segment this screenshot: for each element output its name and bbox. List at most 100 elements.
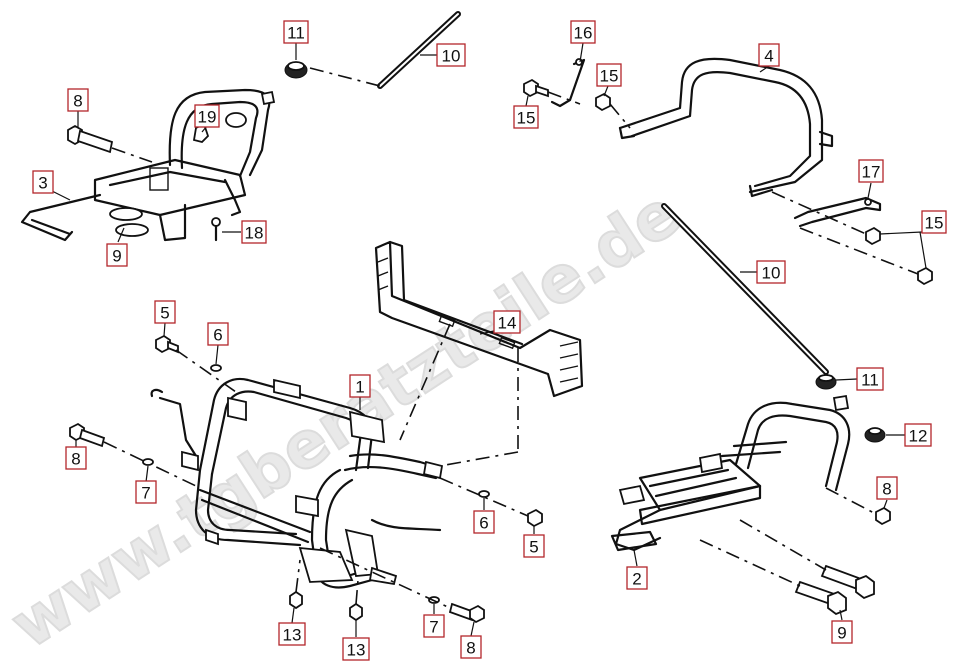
- callout-box: [194, 104, 220, 128]
- callout-box: [596, 63, 622, 87]
- callout-box: [856, 367, 884, 391]
- callout-box: [106, 243, 128, 267]
- part-7-washer-left: [142, 458, 154, 466]
- callout-3: 3: [32, 170, 54, 194]
- leader-lines: [49, 42, 927, 637]
- callout-number: 15: [925, 214, 944, 233]
- callout-box: [513, 105, 539, 129]
- callout-number: 13: [347, 641, 366, 660]
- callout-15: 15: [513, 105, 539, 129]
- callout-4: 4: [758, 43, 780, 67]
- callout-18: 18: [241, 220, 267, 244]
- callout-number: 5: [160, 304, 169, 323]
- callout-labels: 1110819391816151541715101456187651313781…: [32, 20, 947, 661]
- callout-13: 13: [342, 637, 370, 661]
- callout-number: 15: [517, 109, 536, 128]
- callout-number: 6: [479, 514, 488, 533]
- part-4-handle-hoop: [618, 57, 834, 198]
- callout-12: 12: [904, 423, 932, 447]
- callout-8: 8: [67, 88, 89, 112]
- callout-number: 3: [38, 174, 47, 193]
- callout-number: 13: [283, 626, 302, 645]
- callout-9: 9: [106, 243, 128, 267]
- part-18-screw: [211, 217, 221, 242]
- callout-box: [207, 322, 229, 346]
- callout-box: [523, 534, 545, 558]
- callout-number: 17: [862, 163, 881, 182]
- callout-box: [921, 210, 947, 234]
- callout-13: 13: [278, 622, 306, 646]
- callout-17: 17: [858, 159, 884, 183]
- callout-box: [65, 446, 87, 470]
- callout-box: [756, 260, 786, 284]
- callout-box: [241, 220, 267, 244]
- part-5-bolt-top: [155, 334, 179, 354]
- callout-2: 2: [626, 566, 648, 590]
- callout-number: 11: [287, 24, 305, 43]
- callout-number: 7: [141, 484, 150, 503]
- part-8-bolt-top: [67, 124, 114, 154]
- callout-15: 15: [596, 63, 622, 87]
- callout-number: 16: [574, 24, 593, 43]
- callout-6: 6: [207, 322, 229, 346]
- part-11-grommet-right: [815, 374, 837, 390]
- part-13-nut-left: [289, 590, 303, 610]
- callout-number: 4: [764, 47, 773, 66]
- callout-box: [858, 159, 884, 183]
- part-8-bolt-right: [875, 506, 891, 526]
- watermark-text: www.tgberatzteile.de: [0, 176, 693, 663]
- callout-10: 10: [436, 43, 466, 67]
- callout-box: [342, 637, 370, 661]
- part-11-grommet-top: [284, 61, 308, 79]
- part-3-rear-carrier: [20, 88, 271, 242]
- callout-number: 15: [600, 67, 619, 86]
- callout-16: 16: [570, 20, 596, 44]
- callout-box: [436, 43, 466, 67]
- callout-box: [423, 614, 445, 638]
- callout-number: 8: [466, 639, 475, 658]
- callout-box: [493, 310, 521, 334]
- part-9-bolt-bottom: [794, 564, 875, 616]
- callout-box: [135, 480, 157, 504]
- callout-box: [904, 423, 932, 447]
- callout-box: [876, 476, 898, 500]
- part-15-bolt-mid: [595, 92, 611, 112]
- callout-19: 19: [194, 104, 220, 128]
- callout-11: 11: [283, 20, 309, 44]
- callout-box: [831, 620, 853, 644]
- part-14-plate: [374, 240, 584, 398]
- part-15-bolt-right: [865, 226, 933, 286]
- callout-number: 9: [837, 624, 846, 643]
- part-17-bracket: [793, 196, 882, 228]
- callout-number: 7: [429, 618, 438, 637]
- callout-number: 1: [355, 378, 364, 397]
- callout-14: 14: [493, 310, 521, 334]
- part-12-grommet: [864, 427, 886, 443]
- callout-box: [283, 20, 309, 44]
- callout-box: [278, 622, 306, 646]
- callout-number: 11: [861, 371, 879, 390]
- callout-5: 5: [523, 534, 545, 558]
- callout-number: 14: [498, 314, 517, 333]
- callout-8: 8: [65, 446, 87, 470]
- callout-box: [67, 88, 89, 112]
- callout-number: 5: [529, 538, 538, 557]
- callout-number: 10: [442, 47, 461, 66]
- callout-1: 1: [349, 374, 371, 398]
- callout-7: 7: [423, 614, 445, 638]
- callout-number: 6: [213, 326, 222, 345]
- part-10-rod-right: [661, 203, 829, 375]
- callout-11: 11: [856, 367, 884, 391]
- callout-8: 8: [460, 635, 482, 659]
- callout-10: 10: [756, 260, 786, 284]
- callout-number: 8: [882, 480, 891, 499]
- callout-5: 5: [154, 300, 176, 324]
- part-8-bolt-left: [69, 422, 106, 448]
- part-6-washer-right: [478, 490, 490, 498]
- callout-9: 9: [831, 620, 853, 644]
- callout-number: 8: [73, 92, 82, 111]
- part-5-bolt-right: [527, 508, 543, 528]
- callout-number: 2: [632, 570, 641, 589]
